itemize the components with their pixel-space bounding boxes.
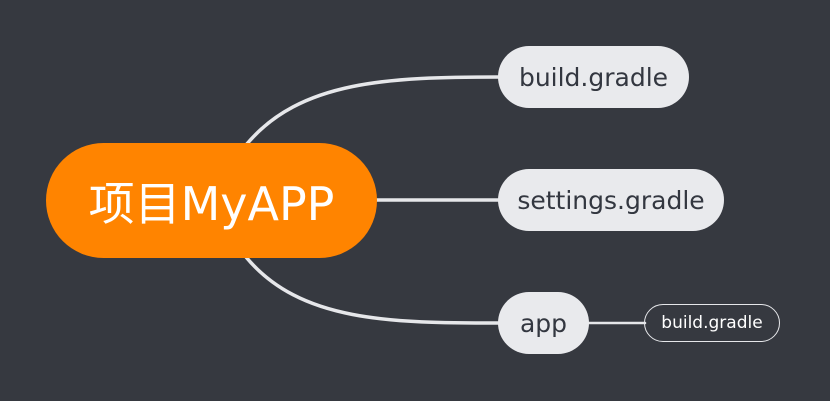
root-topic-label: 项目MyAPP: [88, 176, 335, 231]
branch-node-settings-gradle[interactable]: settings.gradle: [498, 169, 724, 231]
root-topic-node[interactable]: 项目MyAPP: [46, 143, 377, 258]
branch-label-app: app: [519, 308, 568, 338]
connector-root-to-app: [244, 255, 502, 325]
branch-label-settings-gradle: settings.gradle: [517, 185, 705, 215]
branch-node-build-gradle[interactable]: build.gradle: [498, 46, 689, 108]
subtopic-node-app-build-gradle[interactable]: build.gradle: [644, 304, 780, 342]
subtopic-label-app-build-gradle: build.gradle: [661, 313, 763, 333]
branch-node-app[interactable]: app: [498, 292, 589, 354]
connector-root-to-build-gradle: [244, 75, 502, 147]
branch-label-build-gradle: build.gradle: [518, 62, 669, 92]
